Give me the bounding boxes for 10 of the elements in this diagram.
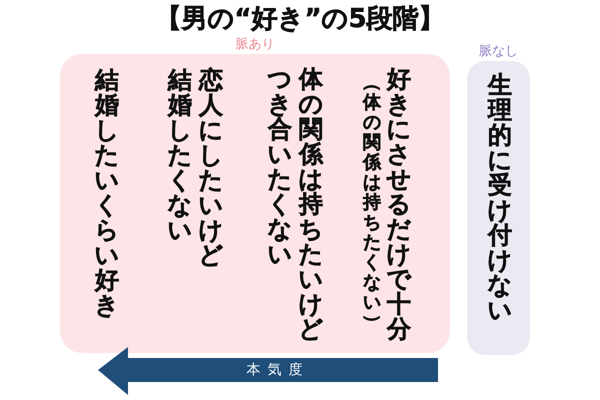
panel-heading: 脈あり [236, 37, 274, 52]
arrow-label: 本気度 [246, 361, 310, 379]
diagram-title: 【男の“好き”の5段階】 [155, 3, 445, 35]
panel-heading: 脈なし [479, 44, 518, 59]
vertical-text: （体の関係は持ちたくない） [362, 73, 382, 333]
vertical-text: 恋人にしたいけど結婚したくない [167, 68, 224, 268]
vertical-text: 体の関係は持ちたいけどつき合いたくない [267, 67, 324, 342]
vertical-text: 結婚したいくらい好き [94, 68, 120, 318]
vertical-text: 生理的に受け付けない [487, 73, 513, 323]
vertical-text: 好きにさせるだけで十分 [386, 67, 412, 342]
